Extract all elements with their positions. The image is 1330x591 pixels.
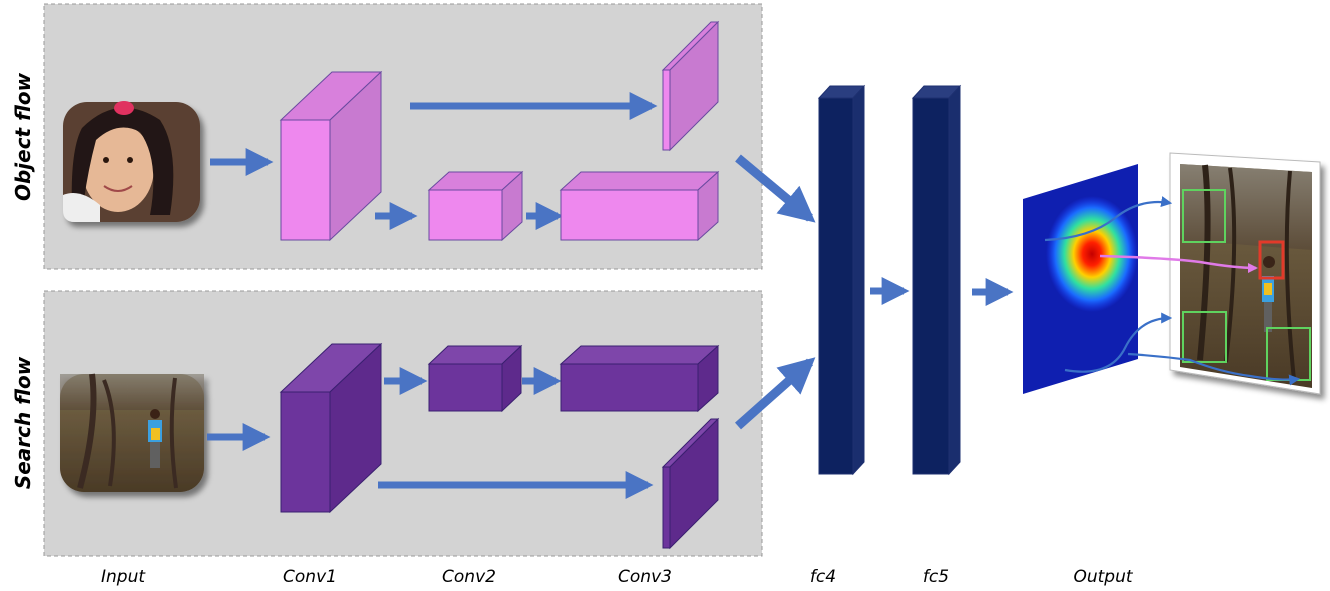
label-fc5: fc5 <box>923 567 949 587</box>
label-conv1: Conv1 <box>283 567 337 587</box>
fc5-block <box>911 84 962 476</box>
label-input: Input <box>101 567 146 587</box>
search-flow-label: Search flow <box>11 356 35 489</box>
label-conv3: Conv3 <box>618 567 672 587</box>
object-conv1-block <box>279 70 383 242</box>
search-conv2-block <box>427 344 523 413</box>
label-conv2: Conv2 <box>442 567 496 587</box>
object-conv3-top-block <box>661 20 720 152</box>
object-input-photo <box>63 101 200 222</box>
object-conv3-block <box>559 170 720 242</box>
response-heatmap <box>1023 164 1138 394</box>
search-conv3-block <box>559 344 720 413</box>
search-conv3-bottom-block <box>661 417 720 550</box>
search-input-photo <box>60 373 204 492</box>
object-to-fc4-arrow <box>735 154 816 223</box>
distractor-box <box>1182 189 1226 243</box>
object-flow-label: Object flow <box>11 72 35 201</box>
output-tracked-frame <box>1169 152 1321 395</box>
object-conv2-block <box>427 170 524 242</box>
target-box <box>1258 240 1285 280</box>
fc4-block <box>817 84 866 476</box>
heatmap-to-output-arrow <box>1064 312 1173 373</box>
heatmap-to-output-arrow <box>1127 352 1301 386</box>
label-output: Output <box>1073 567 1133 587</box>
heatmap-to-output-arrow <box>1044 196 1173 242</box>
label-fc4: fc4 <box>810 567 836 587</box>
heatmap-to-output-arrow <box>1099 254 1258 273</box>
search-conv1-block <box>279 342 383 514</box>
search-to-fc4-arrow <box>735 357 816 430</box>
distractor-box <box>1182 311 1227 363</box>
